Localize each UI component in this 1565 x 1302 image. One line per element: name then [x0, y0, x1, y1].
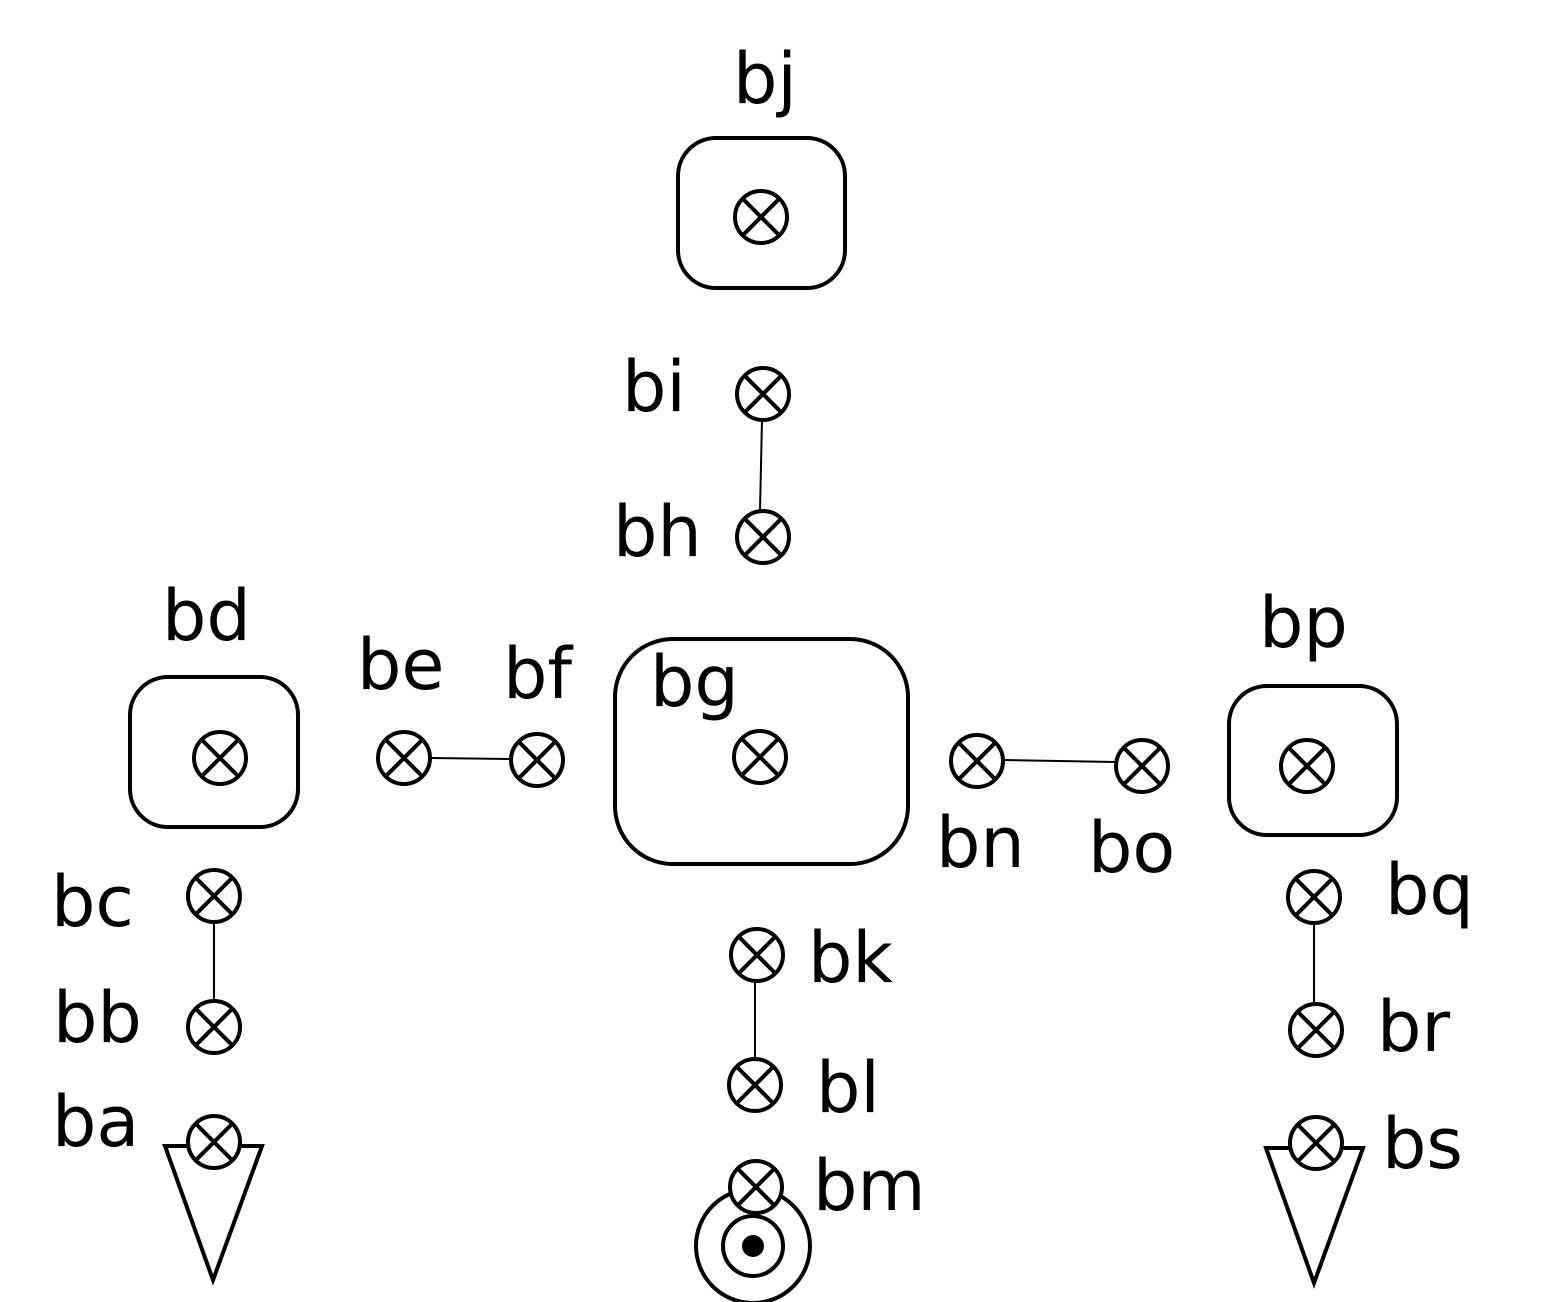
node-br-circle-x-icon: [1288, 1002, 1344, 1058]
label-bh: bh: [613, 491, 702, 573]
node-bo-circle-x-icon: [1114, 738, 1170, 794]
label-bs: bs: [1382, 1103, 1463, 1185]
edge-be-bf: [430, 757, 511, 760]
node-bb-circle-x-icon: [186, 999, 242, 1055]
edge-bh-bi: [759, 419, 763, 512]
label-bf: bf: [503, 633, 573, 715]
label-bk: bk: [808, 917, 893, 999]
node-bi-circle-x-icon: [735, 366, 791, 422]
container-bd: [128, 675, 300, 829]
container-bg: [613, 637, 910, 866]
label-bc: bc: [51, 861, 134, 943]
container-bp: [1227, 684, 1399, 837]
label-bb: bb: [53, 977, 142, 1059]
edge-bn-bo: [1003, 759, 1116, 763]
node-bn-circle-x-icon: [949, 733, 1005, 789]
node-bs-circle-x-icon: [1288, 1115, 1344, 1171]
label-bq: bq: [1385, 849, 1474, 931]
label-bn: bn: [936, 802, 1025, 884]
node-ba-circle-x-icon: [186, 1114, 242, 1170]
node-bm-circle-x-icon: [728, 1159, 784, 1215]
node-layer: [186, 189, 1344, 1215]
label-bd: bd: [162, 575, 251, 657]
node-bl-circle-x-icon: [727, 1057, 783, 1113]
node-bj-circle-x-icon: [733, 189, 789, 245]
label-bp: bp: [1259, 582, 1348, 664]
node-bg-circle-x-icon: [732, 729, 788, 785]
label-br: br: [1377, 986, 1450, 1068]
label-bo: bo: [1088, 807, 1175, 889]
node-bf-circle-x-icon: [509, 732, 565, 788]
label-bm: bm: [813, 1145, 926, 1227]
node-bk-circle-x-icon: [729, 927, 785, 983]
label-bg: bg: [650, 641, 739, 723]
label-bj: bj: [733, 38, 797, 120]
node-bc-circle-x-icon: [186, 868, 242, 924]
label-ba: ba: [52, 1081, 139, 1163]
node-bh-circle-x-icon: [735, 509, 791, 565]
label-bi: bi: [622, 346, 686, 428]
container-bj: [676, 136, 847, 290]
node-bq-circle-x-icon: [1286, 869, 1342, 925]
node-be-circle-x-icon: [376, 730, 432, 786]
node-bp-circle-x-icon: [1279, 738, 1335, 794]
label-bl: bl: [816, 1047, 880, 1129]
node-bd-circle-x-icon: [192, 730, 248, 786]
label-be: be: [357, 624, 445, 706]
